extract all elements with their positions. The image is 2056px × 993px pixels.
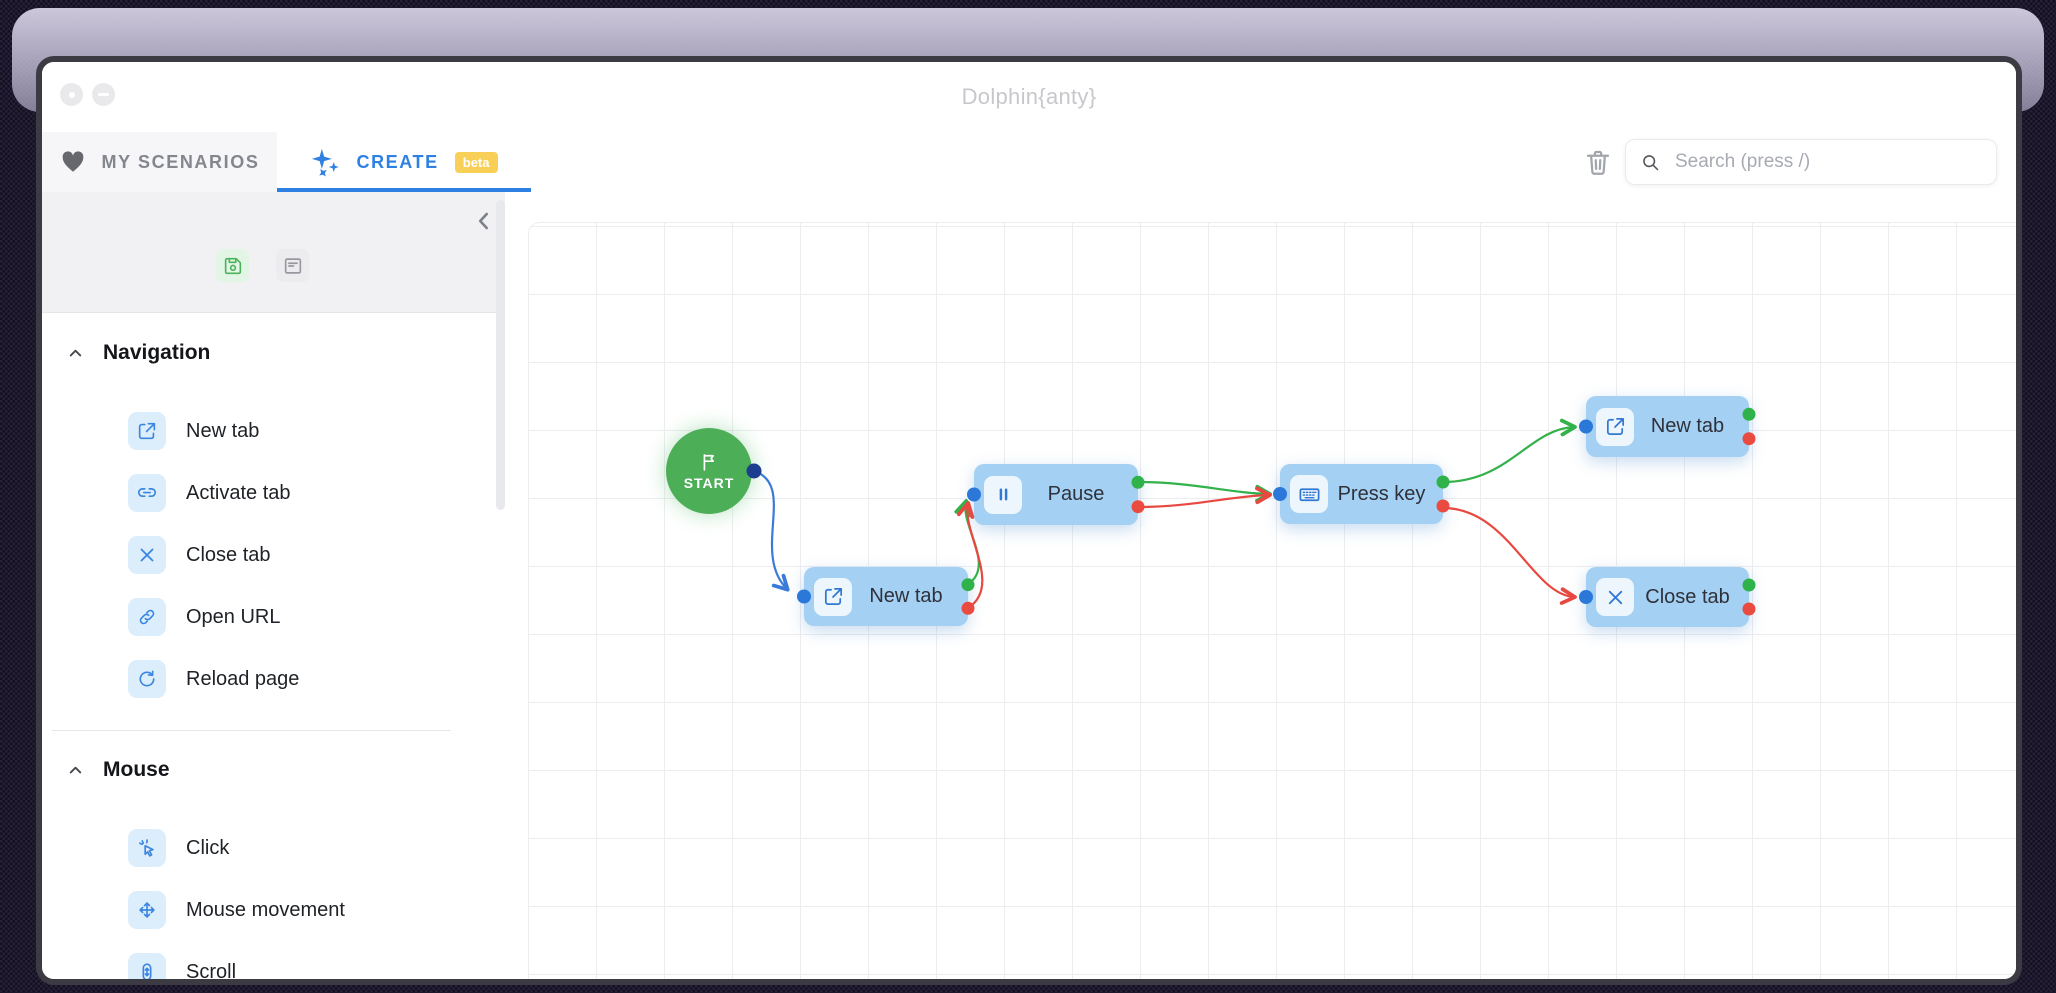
- sidebar-item-reload-page[interactable]: Reload page: [42, 648, 505, 710]
- section-divider: [52, 730, 451, 731]
- window-title: Dolphin{anty}: [961, 84, 1097, 109]
- sidebar-item-label: New tab: [186, 419, 260, 442]
- node-label: New tab: [869, 585, 943, 607]
- chevron-up-icon[interactable]: [66, 761, 85, 780]
- new-tab-icon: [1604, 415, 1627, 438]
- sidebar-item-activate-tab[interactable]: Activate tab: [42, 462, 505, 524]
- close-tab-icon: [1604, 586, 1627, 609]
- window-minimize-button[interactable]: [92, 83, 115, 106]
- sidebar-scrollbar[interactable]: [496, 200, 505, 510]
- new-tab-icon: [822, 585, 845, 608]
- beta-badge: beta: [454, 151, 498, 173]
- sidebar-item-label: Open URL: [186, 605, 281, 628]
- flag-icon: [699, 452, 719, 472]
- node-new-tab-1[interactable]: New tab: [804, 567, 968, 626]
- node-label: Pause: [1047, 483, 1105, 505]
- close-tab-icon: [136, 544, 158, 566]
- titlebar: Dolphin{anty}: [42, 62, 2016, 132]
- section-heading: Navigation: [42, 338, 505, 368]
- tab-my-scenarios-label: MY SCENARIOS: [101, 151, 260, 172]
- search-icon: [1640, 152, 1661, 173]
- minimize-icon: [98, 93, 109, 96]
- sidebar-item-open-url[interactable]: Open URL: [42, 586, 505, 648]
- section-heading: Mouse: [42, 755, 505, 785]
- save-scenario-button[interactable]: [216, 249, 249, 282]
- start-node-label: START: [683, 474, 735, 491]
- sidebar-item-mouse-movement[interactable]: Mouse movement: [42, 879, 505, 941]
- keyboard-icon: [1298, 483, 1321, 506]
- sidebar-item-label: Reload page: [186, 667, 300, 690]
- window-back-button[interactable]: [60, 83, 83, 106]
- node-start[interactable]: START: [666, 428, 752, 514]
- sidebar-item-label: Click: [186, 836, 230, 859]
- search-input[interactable]: [1673, 150, 1982, 174]
- active-tab-indicator: [277, 188, 531, 192]
- node-press-key[interactable]: Press key: [1280, 464, 1443, 524]
- node-new-tab-2[interactable]: New tab: [1586, 396, 1749, 457]
- back-dot-icon: [68, 91, 75, 98]
- tab-my-scenarios[interactable]: MY SCENARIOS: [42, 132, 277, 192]
- node-pause[interactable]: Pause: [974, 464, 1138, 525]
- section-title: Mouse: [103, 758, 170, 781]
- scroll-icon: [136, 961, 158, 979]
- heart-icon: [60, 149, 86, 175]
- notes-button[interactable]: [276, 249, 309, 282]
- tab-create[interactable]: CREATE beta: [277, 132, 531, 192]
- sidebar-item-label: Close tab: [186, 543, 271, 566]
- sidebar-item-label: Mouse movement: [186, 898, 345, 921]
- search-box[interactable]: [1625, 139, 1997, 185]
- trash-button[interactable]: [1583, 147, 1613, 177]
- app-window: Dolphin{anty} MY SCENARIOS CREATE beta: [36, 56, 2022, 985]
- node-label: New tab: [1650, 415, 1725, 437]
- tab-create-label: CREATE: [356, 151, 439, 172]
- open-url-icon: [136, 606, 158, 628]
- reload-page-icon: [136, 668, 158, 690]
- sidebar-item-label: Activate tab: [186, 481, 291, 504]
- node-label: Press key: [1337, 482, 1426, 505]
- sidebar-collapse-button[interactable]: [471, 208, 497, 234]
- sidebar-header: [42, 192, 505, 313]
- section-title: Navigation: [103, 341, 211, 364]
- save-icon: [222, 255, 244, 277]
- mouse-movement-icon: [136, 899, 158, 921]
- sidebar-item-close-tab[interactable]: Close tab: [42, 524, 505, 586]
- activate-tab-icon: [136, 482, 158, 504]
- sidebar-item-scroll[interactable]: Scroll: [42, 941, 505, 979]
- header-tabs-bar: MY SCENARIOS CREATE beta: [42, 132, 2016, 192]
- sidebar-item-label: Scroll: [186, 960, 237, 980]
- sidebar-item-new-tab[interactable]: New tab: [42, 400, 505, 462]
- sidebar-item-click[interactable]: Click: [42, 817, 505, 879]
- sparkles-icon: [310, 147, 340, 177]
- pause-icon: [992, 483, 1015, 506]
- chevron-up-icon[interactable]: [66, 344, 85, 363]
- node-label: Close tab: [1645, 585, 1730, 608]
- click-icon: [136, 837, 158, 859]
- node-close-tab[interactable]: Close tab: [1586, 567, 1749, 627]
- new-tab-icon: [136, 420, 158, 442]
- notes-icon: [282, 255, 304, 277]
